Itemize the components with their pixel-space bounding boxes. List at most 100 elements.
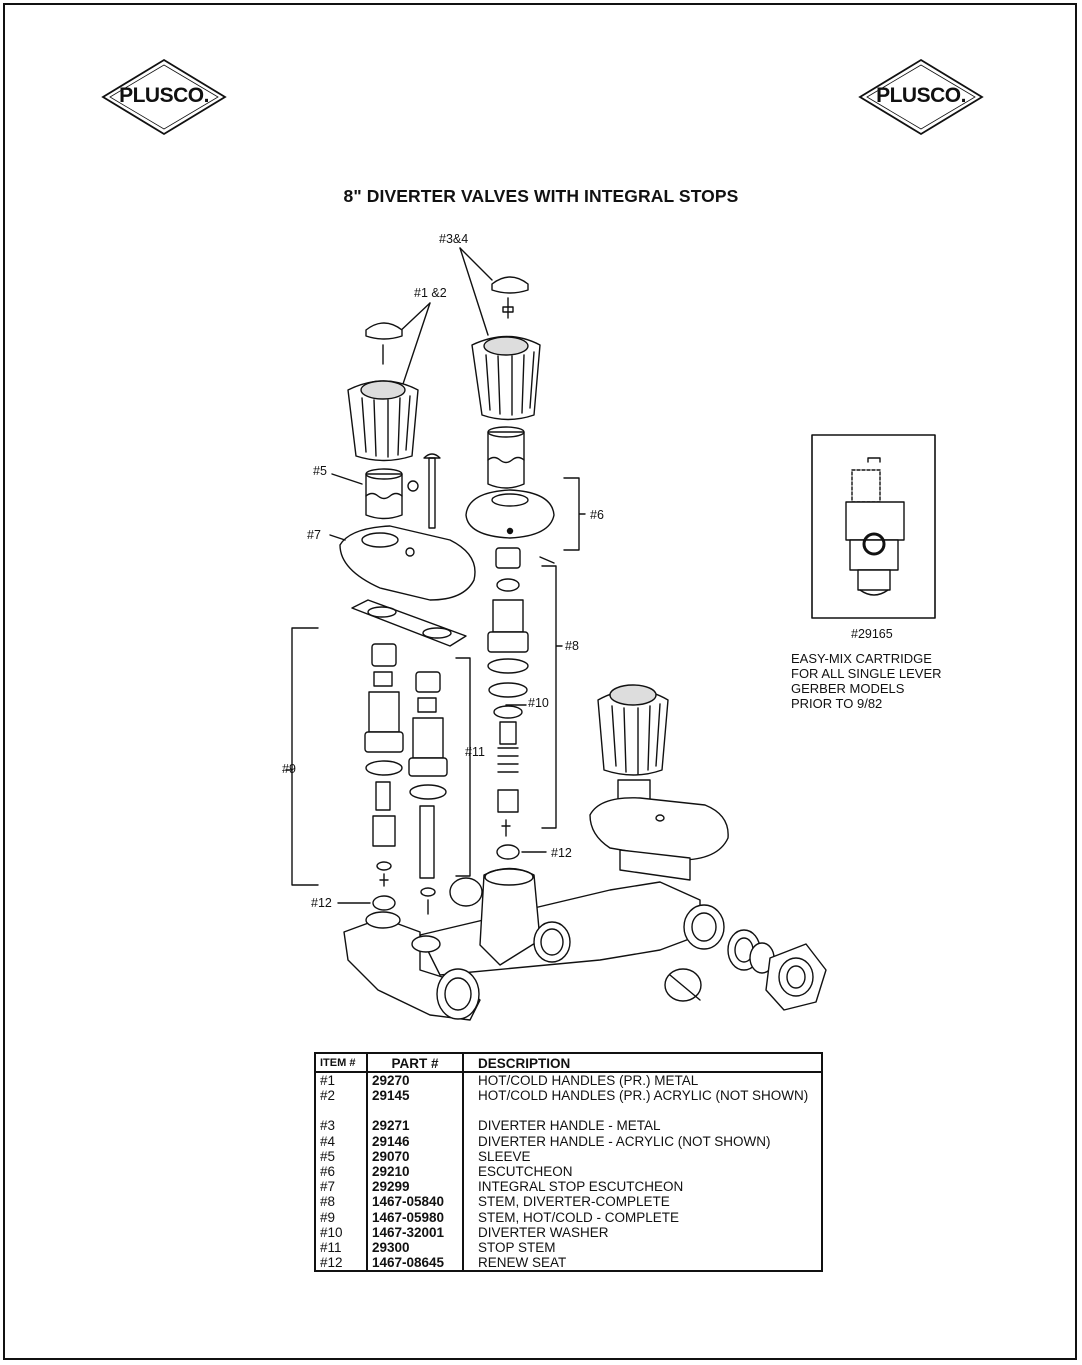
page-title: 8" DIVERTER VALVES WITH INTEGRAL STOPS — [343, 186, 739, 206]
callout-1-2: #1 &2 — [414, 286, 447, 300]
table-row: #10 1467-32001 DIVERTER WASHER — [315, 1224, 822, 1241]
hot-cold-cap-icon — [365, 322, 403, 365]
part-cell: 29210 — [367, 1164, 464, 1180]
assembled-diverter-icon — [589, 684, 729, 881]
table-row: #6 29210 ESCUTCHEON — [315, 1164, 822, 1180]
exploded-valve-diagram — [285, 247, 936, 1021]
header-item: ITEM # — [315, 1053, 368, 1073]
inset-caption-line: FOR ALL SINGLE LEVER — [791, 666, 942, 681]
table-row: #1 29270 HOT/COLD HANDLES (PR.) METAL — [315, 1072, 822, 1089]
table-row: #12 1467-08645 RENEW SEAT — [315, 1255, 822, 1272]
leader-3-4 — [459, 247, 493, 336]
table-row: #5 29070 SLEEVE — [315, 1148, 822, 1165]
description-cell — [463, 1103, 822, 1118]
part-cell: 1467-05980 — [367, 1209, 464, 1225]
hot-cold-stem-icon — [364, 643, 404, 887]
plusco-logo-right: PLUSCO. — [858, 58, 984, 136]
description-cell: INTEGRAL STOP ESCUTCHEON — [478, 1179, 684, 1195]
item-cell: #3 — [315, 1118, 368, 1134]
description-cell: DIVERTER WASHER — [478, 1224, 609, 1240]
escutcheon-icon — [465, 489, 555, 539]
item-cell: #6 — [315, 1164, 368, 1180]
callout-8: #8 — [565, 639, 579, 653]
item-cell: #2 — [315, 1088, 368, 1104]
callout-11: #11 — [465, 745, 485, 759]
item-cell: #8 — [315, 1194, 368, 1210]
part-cell: 29145 — [367, 1088, 464, 1104]
callout-7: #7 — [307, 528, 321, 542]
callout-12-right: #12 — [551, 846, 572, 860]
sleeve-icon — [365, 468, 403, 520]
description-cell: STEM, HOT/COLD - COMPLETE — [478, 1209, 680, 1225]
description-cell: SLEEVE — [478, 1148, 531, 1164]
bracket-6 — [563, 477, 586, 551]
gasket-icon — [351, 599, 467, 647]
diverter-stem-icon — [487, 547, 529, 837]
table-row: #7 29299 INTEGRAL STOP ESCUTCHEON — [315, 1179, 822, 1195]
item-cell: #4 — [315, 1133, 368, 1149]
part-cell: 1467-32001 — [367, 1224, 464, 1241]
parts-table-header: ITEM # PART # DESCRIPTION — [315, 1053, 822, 1073]
table-row: #3 29271 DIVERTER HANDLE - METAL — [315, 1118, 822, 1134]
fittings-icon — [664, 929, 827, 1011]
callout-5: #5 — [313, 464, 327, 478]
diamond-logo-icon — [101, 58, 227, 136]
logo-text: PLUSCO. — [876, 84, 966, 107]
part-cell — [367, 1103, 464, 1119]
table-row: #4 29146 DIVERTER HANDLE - ACRYLIC (NOT … — [315, 1133, 822, 1149]
description-cell: HOT/COLD HANDLES (PR.) METAL — [478, 1073, 699, 1088]
item-cell: #7 — [315, 1179, 368, 1195]
table-row-spacer — [315, 1103, 822, 1119]
seat-left-icon — [337, 895, 396, 911]
item-cell — [315, 1103, 368, 1119]
leader-1-2 — [395, 302, 431, 385]
description-cell: RENEW SEAT — [478, 1255, 567, 1271]
inset-caption-line: GERBER MODELS — [791, 681, 905, 696]
part-cell: 29146 — [367, 1133, 464, 1149]
description-cell: HOT/COLD HANDLES (PR.) ACRYLIC (NOT SHOW… — [478, 1088, 809, 1104]
part-cell: 29270 — [367, 1072, 464, 1089]
logo-text: PLUSCO. — [119, 84, 209, 107]
item-cell: #5 — [315, 1148, 368, 1165]
description-cell: STOP STEM — [478, 1240, 556, 1256]
seat-right-icon — [496, 844, 547, 860]
callout-9: #9 — [282, 762, 296, 776]
callout-12-left: #12 — [311, 896, 332, 910]
description-cell: STEM, DIVERTER-COMPLETE — [478, 1194, 670, 1210]
header-description: DESCRIPTION — [463, 1053, 822, 1073]
description-cell: DIVERTER HANDLE - METAL — [478, 1118, 661, 1134]
part-cell: 29299 — [367, 1179, 464, 1195]
diverter-sleeve-icon — [487, 426, 525, 489]
callout-10: #10 — [528, 696, 549, 710]
table-row: #8 1467-05840 STEM, DIVERTER-COMPLETE — [315, 1194, 822, 1210]
part-cell: 29271 — [367, 1118, 464, 1134]
table-row: #11 29300 STOP STEM — [315, 1240, 822, 1256]
leader-5 — [331, 473, 363, 485]
table-row: #9 1467-05980 STEM, HOT/COLD - COMPLETE — [315, 1209, 822, 1225]
header-part: PART # — [367, 1053, 464, 1073]
hot-cold-handle-icon — [347, 380, 419, 462]
inset-caption: EASY-MIX CARTRIDGE FOR ALL SINGLE LEVER … — [791, 651, 942, 711]
bracket-9 — [285, 627, 319, 886]
leader-7 — [329, 534, 346, 541]
part-cell: 1467-05840 — [367, 1194, 464, 1210]
item-cell: #11 — [315, 1240, 368, 1256]
integral-stop-escutcheon-icon — [339, 525, 476, 601]
item-cell: #9 — [315, 1209, 368, 1225]
item-cell: #10 — [315, 1224, 368, 1241]
stop-stem-icon — [408, 671, 448, 915]
plusco-logo-left: PLUSCO. — [101, 58, 227, 136]
diamond-logo-icon — [858, 58, 984, 136]
callout-3-4: #3&4 — [439, 232, 469, 246]
bracket-8 — [541, 565, 563, 829]
inset-cartridge-box — [811, 434, 936, 619]
page-border — [3, 3, 1077, 1360]
item-cell: #1 — [315, 1072, 368, 1089]
valve-body-icon — [343, 867, 725, 1021]
description-cell: DIVERTER HANDLE - ACRYLIC (NOT SHOWN) — [478, 1133, 771, 1149]
part-cell: 29070 — [367, 1148, 464, 1165]
diverter-handle-icon — [471, 335, 541, 421]
mounting-screw-icon — [407, 453, 441, 529]
table-row: #2 29145 HOT/COLD HANDLES (PR.) ACRYLIC … — [315, 1088, 822, 1104]
part-cell: 29300 — [367, 1240, 464, 1256]
